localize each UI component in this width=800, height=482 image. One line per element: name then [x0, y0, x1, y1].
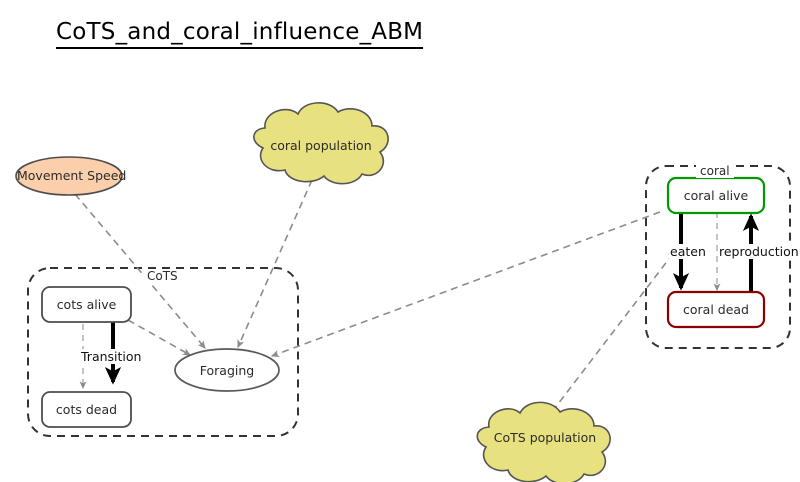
node-label-movement-speed: Movement Speed: [17, 168, 127, 183]
node-label-foraging: Foraging: [199, 363, 255, 378]
container-label-coral: coral: [696, 164, 734, 178]
node-coral-dead[interactable]: [666, 290, 766, 329]
node-label-cots-population: CoTS population: [493, 430, 597, 445]
node-label-cots-dead: cots dead: [55, 402, 118, 417]
node-label-coral-alive: coral alive: [683, 188, 749, 203]
container-cots: [27, 267, 299, 437]
edge-label-eaten: eaten: [669, 244, 707, 259]
edge-movement-speed-to-foraging: [74, 193, 206, 349]
page-title: CoTS_and_coral_influence_ABM: [56, 19, 424, 50]
node-coral-population[interactable]: [253, 102, 389, 185]
edge-cots-population-to-eaten: [544, 250, 676, 422]
node-movement-speed[interactable]: [15, 156, 123, 196]
edge-label-transition: Transition: [80, 349, 143, 364]
node-coral-alive[interactable]: [666, 176, 766, 215]
node-cots-alive[interactable]: [41, 286, 132, 323]
node-label-coral-population: coral population: [270, 138, 372, 153]
node-cots-population[interactable]: [476, 401, 611, 482]
edge-label-reproduction: reproduction: [718, 244, 800, 259]
edge-coral-population-to-foraging: [237, 179, 313, 349]
node-label-cots-alive: cots alive: [56, 297, 117, 312]
node-cots-dead[interactable]: [41, 391, 132, 428]
container-label-cots: CoTS: [143, 269, 182, 283]
node-foraging[interactable]: [174, 348, 280, 392]
node-label-coral-dead: coral dead: [683, 302, 749, 317]
edge-coral-alive-to-foraging: [270, 211, 661, 357]
